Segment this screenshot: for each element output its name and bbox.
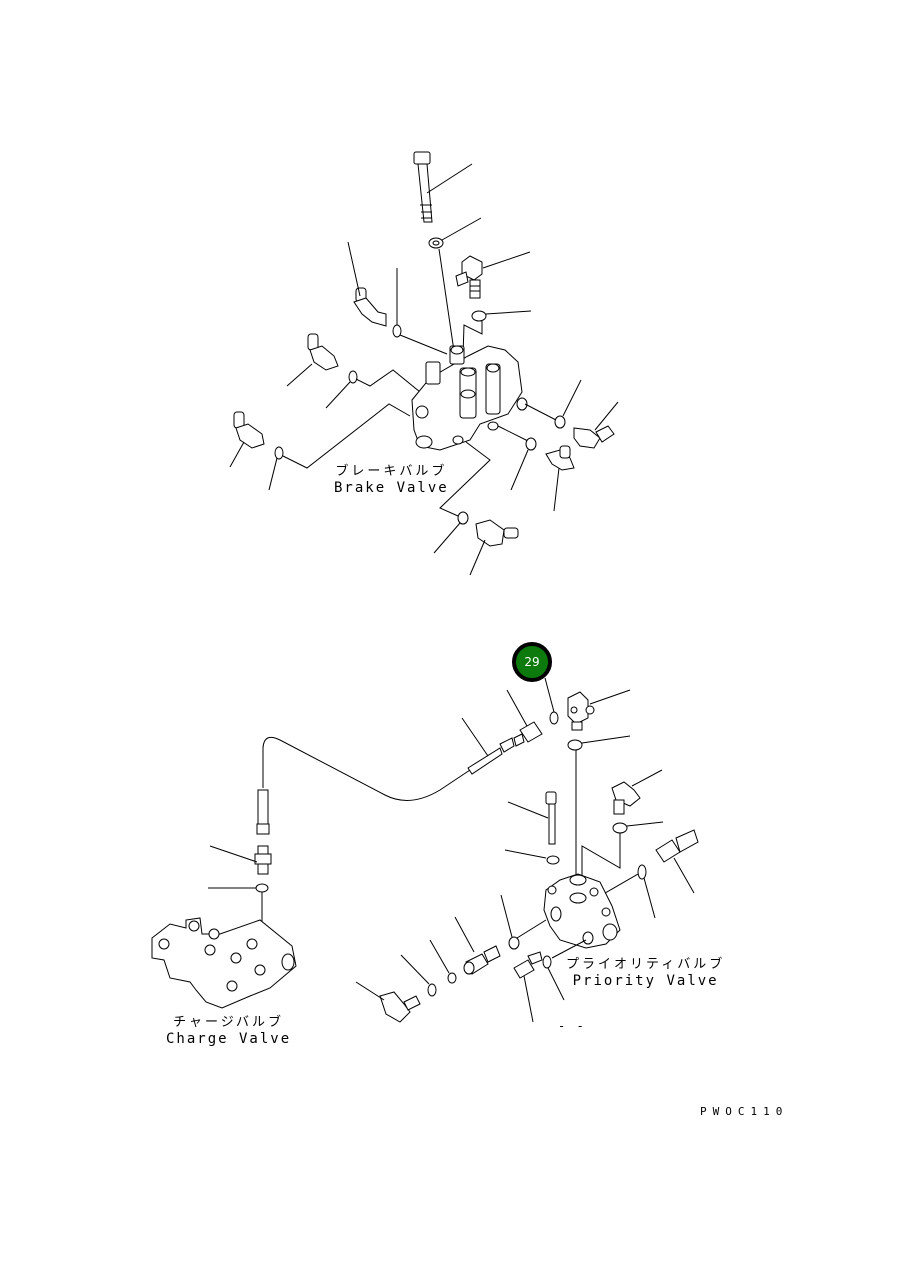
brake-valve-label-en: Brake Valve [334,480,449,496]
elbow-fitting-part[interactable] [475,519,519,547]
drawing-code: PWOC110 [700,1105,789,1118]
hose-end-part[interactable] [256,789,270,835]
brake-valve-label: ブレーキバルブ Brake Valve [334,463,449,497]
charge-valve-body[interactable] [151,917,297,1009]
grease-nipple-part[interactable] [513,951,543,979]
tee-fitting-part[interactable] [545,445,575,471]
elbow-fitting-part[interactable] [611,781,641,815]
leader-line [426,163,473,194]
o-ring-part[interactable] [549,711,559,725]
priority-valve-label: プライオリティバルブ Priority Valve [566,956,725,990]
bolt-part[interactable] [413,151,433,223]
elbow-fitting-part[interactable] [573,425,615,449]
elbow-fitting-part[interactable] [379,991,421,1023]
hose-line [262,736,471,801]
brake-valve-body[interactable] [411,345,528,451]
callout-badge-29[interactable]: 29 [512,642,552,682]
dash-marks: - - [558,1019,586,1033]
priority-valve-assembly [151,677,699,1023]
priority-valve-label-jp: プライオリティバルブ [566,957,726,972]
elbow-fitting-part[interactable] [353,287,387,327]
elbow-fitting-part[interactable] [455,255,483,299]
brake-valve-label-jp: ブレーキバルブ [335,464,448,479]
priority-valve-body[interactable] [543,873,621,949]
brake-valve-assembly [229,151,619,576]
priority-valve-label-en: Priority Valve [572,973,719,989]
elbow-fitting-part[interactable] [233,411,265,449]
plug-part[interactable] [463,945,501,975]
charge-valve-label-jp: チャージバルブ [173,1015,284,1030]
elbow-fitting-part[interactable] [567,691,595,731]
charge-valve-label-en: Charge Valve [166,1031,292,1047]
elbow-fitting-part[interactable] [307,333,339,371]
connector-part[interactable] [513,721,543,747]
connector-part[interactable] [655,829,699,863]
adapter-part[interactable] [254,845,272,875]
bolt-part[interactable] [545,791,557,845]
hose-end-part[interactable] [467,737,515,775]
charge-valve-label: チャージバルブ Charge Valve [166,1014,291,1048]
